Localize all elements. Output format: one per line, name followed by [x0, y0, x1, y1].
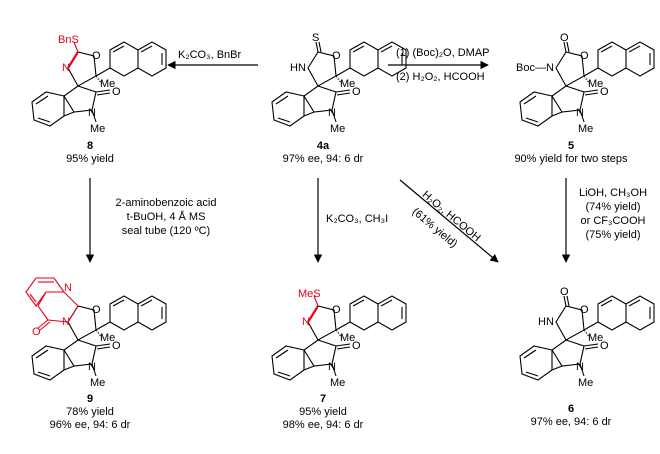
- atom-boc-n: Boc—N: [516, 62, 554, 74]
- atom-o: O: [92, 304, 101, 316]
- atom-co: O: [352, 86, 361, 98]
- atom-n-me: Me: [330, 377, 346, 389]
- structure-6: [519, 295, 655, 381]
- condition-line: seal tube (120 ºC): [121, 225, 211, 237]
- compound-number: 6: [567, 403, 575, 415]
- atom-me: Me: [588, 78, 604, 90]
- condition-line: or CF₃COOH: [580, 215, 646, 227]
- atom-co: O: [600, 86, 609, 98]
- atom-co: O: [352, 340, 361, 352]
- compound-number: 8: [86, 140, 94, 152]
- atom-n: N: [302, 316, 310, 328]
- condition-to-5-step1: (1) (Boc)₂O, DMAP: [396, 47, 490, 59]
- atom-n: N: [62, 62, 70, 74]
- atom-o: O: [580, 304, 589, 316]
- caption-4a: 4a 97% ee, 94: 6 dr: [258, 140, 388, 166]
- atom-n-me: Me: [330, 123, 346, 135]
- atom-co: O: [600, 340, 609, 352]
- structure-7: [271, 295, 407, 381]
- atom-n-ring: N: [576, 361, 584, 373]
- atom-me: Me: [588, 332, 604, 344]
- compound-ee-dr: 97% ee, 94: 6 dr: [530, 416, 612, 428]
- compound-number: 9: [86, 393, 94, 405]
- atom-me: Me: [100, 78, 116, 90]
- atom-n-ring: N: [328, 107, 336, 119]
- caption-5: 5 90% yield for two steps: [496, 140, 646, 166]
- caption-8: 8 95% yield: [30, 140, 150, 166]
- caption-9: 9 78% yield 96% ee, 94: 6 dr: [30, 393, 150, 432]
- arrow-4a-to-6: [399, 179, 499, 263]
- atom-hn: HN: [538, 316, 554, 328]
- condition-line: (75% yield): [585, 229, 641, 241]
- atom-co: O: [112, 86, 121, 98]
- compound-ee-dr: 96% ee, 94: 6 dr: [49, 419, 131, 431]
- atom-o: O: [580, 50, 589, 62]
- condition-line: (74% yield): [585, 201, 641, 213]
- compound-number: 5: [567, 140, 575, 152]
- compound-yield: 95% yield: [299, 406, 347, 418]
- caption-7: 7 95% yield 98% ee, 94: 6 dr: [258, 393, 388, 432]
- atom-n-quin: N: [64, 282, 72, 294]
- compound-ee-dr: 98% ee, 94: 6 dr: [282, 419, 364, 431]
- condition-to-8: K₂CO₃, BnBr: [178, 49, 242, 61]
- atom-o-quin: O: [32, 326, 41, 338]
- atom-n-ring: N: [576, 107, 584, 119]
- atom-n-me: Me: [578, 377, 594, 389]
- structure-8: [31, 41, 167, 127]
- atom-n-me: Me: [90, 377, 106, 389]
- structure-5: [519, 41, 655, 127]
- atom-o: O: [332, 50, 341, 62]
- atom-mes: MeS: [298, 288, 321, 300]
- condition-to-7: K₂CO₃, CH₃I: [326, 213, 389, 225]
- atom-o-carbonyl: O: [560, 32, 569, 44]
- atom-me: Me: [100, 332, 116, 344]
- compound-ee-dr: 97% ee, 94: 6 dr: [282, 153, 364, 165]
- caption-6: 6 97% ee, 94: 6 dr: [506, 403, 636, 429]
- condition-line: LiOH, CH₃OH: [578, 187, 648, 199]
- atom-co: O: [112, 340, 121, 352]
- atom-n-ring: N: [328, 361, 336, 373]
- compound-number: 7: [319, 393, 327, 405]
- atom-o: O: [332, 304, 341, 316]
- atom-o: O: [92, 50, 101, 62]
- atom-s: S: [312, 32, 320, 44]
- atom-n-me: Me: [578, 123, 594, 135]
- condition-line: 2-aminobenzoic acid: [115, 197, 217, 209]
- atom-n-ring: N: [88, 361, 96, 373]
- structure-4a: [271, 41, 407, 127]
- compound-number: 4a: [316, 140, 330, 152]
- compound-yield: 78% yield: [66, 406, 114, 418]
- compound-yield: 95% yield: [66, 153, 114, 165]
- condition-line: t-BuOH, 4 Å MS: [126, 211, 206, 223]
- condition-to-6: LiOH, CH₃OH (74% yield) or CF₃COOH (75% …: [568, 186, 658, 242]
- atom-n-me: Me: [90, 123, 106, 135]
- structure-9: [25, 277, 167, 381]
- condition-to-5-step2: (2) H₂O₂, HCOOH: [396, 71, 485, 83]
- condition-to-9: 2-aminobenzoic acid t-BuOH, 4 Å MS seal …: [96, 196, 236, 238]
- atom-o-carbonyl: O: [560, 286, 569, 298]
- atom-n-ring-red: N: [62, 316, 70, 328]
- atom-bns: BnS: [58, 34, 79, 46]
- atom-n-ring: N: [88, 107, 96, 119]
- compound-yield: 90% yield for two steps: [514, 153, 628, 165]
- atom-hn: HN: [290, 62, 306, 74]
- atom-me: Me: [340, 78, 356, 90]
- atom-me: Me: [340, 332, 356, 344]
